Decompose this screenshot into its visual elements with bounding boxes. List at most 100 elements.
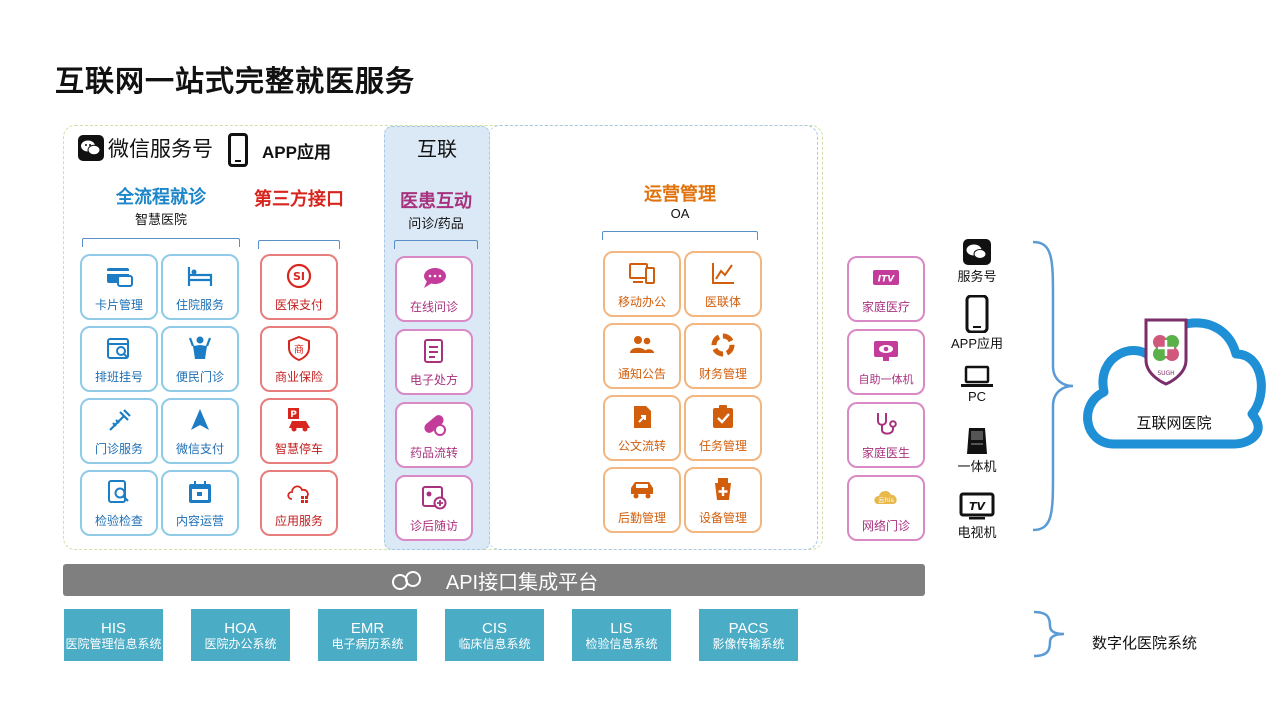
tv-icon: TV: [959, 492, 995, 520]
tile-label: 诊后随访: [409, 518, 458, 533]
svg-text:ITV: ITV: [878, 274, 895, 284]
group-icon: [630, 335, 654, 353]
tile-label: 公文流转: [617, 438, 666, 453]
system-hoa[interactable]: HOA 医院办公系统: [191, 609, 290, 661]
tile-medical-alliance[interactable]: 医联体: [684, 251, 762, 317]
navigation-icon: [191, 408, 209, 430]
checklist-icon: [713, 404, 733, 428]
operation-section-heading: 运营管理 OA: [602, 180, 758, 240]
cloud-app-icon: [287, 485, 309, 503]
operation-brace: [602, 231, 758, 240]
document-icon: [634, 405, 651, 428]
system-lis[interactable]: LIS 检验信息系统: [572, 609, 671, 661]
tile-label: 医联体: [704, 294, 741, 309]
tile-convenience-clinic[interactable]: 便民门诊: [161, 326, 239, 392]
system-name: 影像传输系统: [712, 636, 785, 651]
tile-label: 排班挂号: [94, 369, 143, 384]
tile-document-flow[interactable]: 公文流转: [603, 395, 681, 461]
channel-app[interactable]: APP应用: [944, 295, 1010, 352]
tile-online-consultation[interactable]: 在线问诊: [395, 256, 473, 322]
system-name: 医院办公系统: [204, 636, 277, 651]
digital-brace: [1033, 610, 1065, 658]
system-cis[interactable]: CIS 临床信息系统: [445, 609, 544, 661]
tile-label: 药品流转: [409, 445, 458, 460]
cloud-icon: SUGH: [1083, 318, 1266, 449]
svg-text:TV: TV: [969, 500, 987, 513]
system-pacs[interactable]: PACS 影像传输系统: [699, 609, 798, 661]
calendar-icon: [189, 480, 211, 503]
tile-notice[interactable]: 通知公告: [603, 323, 681, 389]
svg-text:云his: 云his: [878, 496, 894, 504]
chart-icon: [712, 262, 734, 284]
tile-follow-up[interactable]: 诊后随访: [395, 475, 473, 541]
si-icon: SI: [286, 263, 312, 288]
tile-schedule-registration[interactable]: 排班挂号: [80, 326, 158, 392]
tile-app-service[interactable]: 应用服务: [260, 470, 338, 536]
cloud-his-icon: 云his: [874, 490, 897, 504]
system-name: 检验信息系统: [585, 636, 658, 651]
system-code: LIS: [610, 619, 633, 637]
tile-label: 卡片管理: [94, 297, 143, 312]
tile-family-doctor[interactable]: 家庭医生: [847, 402, 925, 468]
svg-text:SI: SI: [293, 270, 305, 283]
system-emr[interactable]: EMR 电子病历系统: [318, 609, 417, 661]
shield-icon: 商: [288, 335, 310, 361]
phone-icon: [965, 295, 989, 333]
tile-smart-parking[interactable]: P 智慧停车: [260, 398, 338, 464]
digital-hospital-label: 数字化医院系统: [1092, 635, 1198, 652]
hulian-header: 互联: [417, 139, 457, 161]
phone-icon: [228, 133, 248, 167]
tile-label: 家庭医疗: [861, 299, 910, 314]
medical-kit-icon: [715, 477, 731, 500]
tile-card-management[interactable]: 卡片管理: [80, 254, 158, 320]
pie-icon: [711, 333, 735, 356]
thirdparty-section-heading: 第三方接口: [254, 185, 344, 249]
tile-medical-insurance-pay[interactable]: SI 医保支付: [260, 254, 338, 320]
system-code: CIS: [481, 619, 507, 637]
tile-finance[interactable]: 财务管理: [684, 323, 762, 389]
channel-pc[interactable]: PC: [944, 365, 1010, 404]
tile-lab-examination[interactable]: 检验检查: [80, 470, 158, 536]
tile-equipment[interactable]: 设备管理: [684, 467, 762, 533]
system-code: PACS: [728, 619, 769, 637]
wechat-header: 微信服务号: [78, 133, 213, 163]
tile-content-operation[interactable]: 内容运营: [161, 470, 239, 536]
tile-family-medical[interactable]: ITV 家庭医疗: [847, 256, 925, 322]
tile-wechat-pay[interactable]: 微信支付: [161, 398, 239, 464]
tile-mobile-office[interactable]: 移动办公: [603, 251, 681, 317]
tile-label: 网络门诊: [861, 518, 910, 533]
tile-inpatient-service[interactable]: 住院服务: [161, 254, 239, 320]
channel-label: 服务号: [957, 269, 997, 284]
system-code: HIS: [100, 619, 126, 637]
tile-e-prescription[interactable]: 电子处方: [395, 329, 473, 395]
tile-label: 设备管理: [698, 510, 747, 525]
parking-icon: P: [288, 407, 310, 431]
chat-icon: [424, 267, 446, 288]
tile-logistics[interactable]: 后勤管理: [603, 467, 681, 533]
svg-text:商: 商: [294, 343, 304, 356]
thirdparty-title: 第三方接口: [254, 189, 344, 210]
channel-tv[interactable]: TV 电视机: [944, 492, 1010, 541]
tile-online-clinic[interactable]: 云his 网络门诊: [847, 475, 925, 541]
stethoscope-icon: [877, 412, 897, 435]
tile-self-service-kiosk[interactable]: 自助一体机: [847, 329, 925, 395]
tile-label: 医保支付: [274, 297, 323, 312]
tile-task[interactable]: 任务管理: [684, 395, 762, 461]
tile-commercial-insurance[interactable]: 商 商业保险: [260, 326, 338, 392]
tile-label: 内容运营: [175, 513, 224, 528]
tile-label: 后勤管理: [617, 510, 666, 525]
system-his[interactable]: HIS 医院管理信息系统: [64, 609, 163, 661]
channel-kiosk[interactable]: 一体机: [944, 426, 1010, 475]
channel-label: PC: [967, 389, 987, 404]
interaction-section-heading: 医患互动 问诊/药品: [394, 187, 478, 249]
channel-wechat[interactable]: 服务号: [944, 238, 1010, 285]
system-name: 医院管理信息系统: [65, 636, 162, 651]
interaction-title: 医患互动: [400, 191, 472, 212]
person-icon: [188, 336, 212, 359]
channels-brace: [1032, 240, 1074, 532]
fullflow-section-heading: 全流程就诊 智慧医院: [82, 183, 240, 247]
tile-drug-circulation[interactable]: 药品流转: [395, 402, 473, 468]
system-code: EMR: [350, 619, 385, 637]
interaction-subtitle: 问诊/药品: [408, 216, 464, 231]
tile-outpatient-service[interactable]: 门诊服务: [80, 398, 158, 464]
